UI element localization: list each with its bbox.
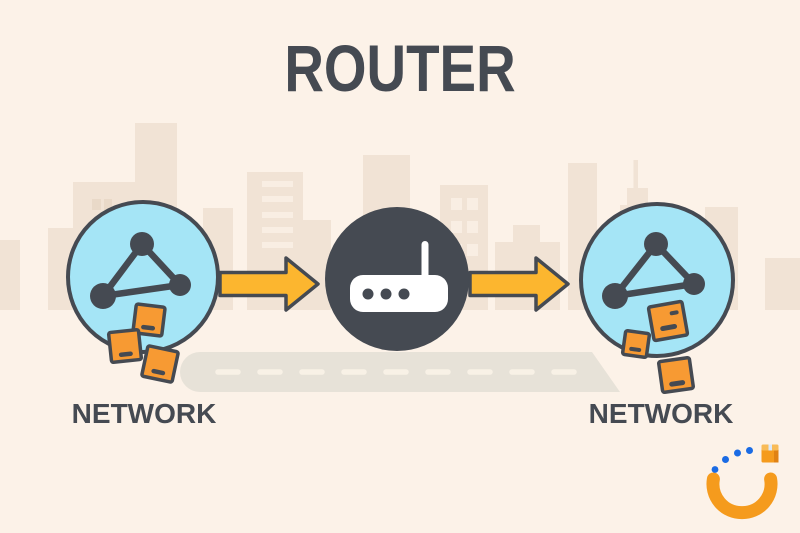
building-windows-dark: [92, 199, 112, 210]
page-title: ROUTER: [284, 31, 516, 105]
package-icon: [131, 302, 167, 338]
network-label-right: NETWORK: [588, 398, 734, 429]
logo-dots: [711, 447, 753, 473]
package-icon: [657, 356, 695, 394]
package-icon: [106, 327, 144, 365]
left-network-circle: [66, 200, 220, 354]
logo-package-icon: [761, 444, 779, 463]
package-icon: [620, 328, 652, 360]
right-network-circle: [579, 202, 735, 358]
brand-logo: [706, 444, 779, 520]
network-icon: [602, 232, 705, 309]
network-label-left: NETWORK: [71, 398, 217, 429]
arrow-left-to-router-icon: [218, 256, 320, 312]
logo-arc: [706, 472, 778, 520]
router-icon: [350, 241, 448, 312]
package-icon: [646, 299, 690, 343]
network-icon: [90, 232, 191, 309]
arrow-router-to-right-icon: [468, 256, 570, 312]
package-icon: [140, 344, 180, 384]
road: [180, 352, 620, 392]
